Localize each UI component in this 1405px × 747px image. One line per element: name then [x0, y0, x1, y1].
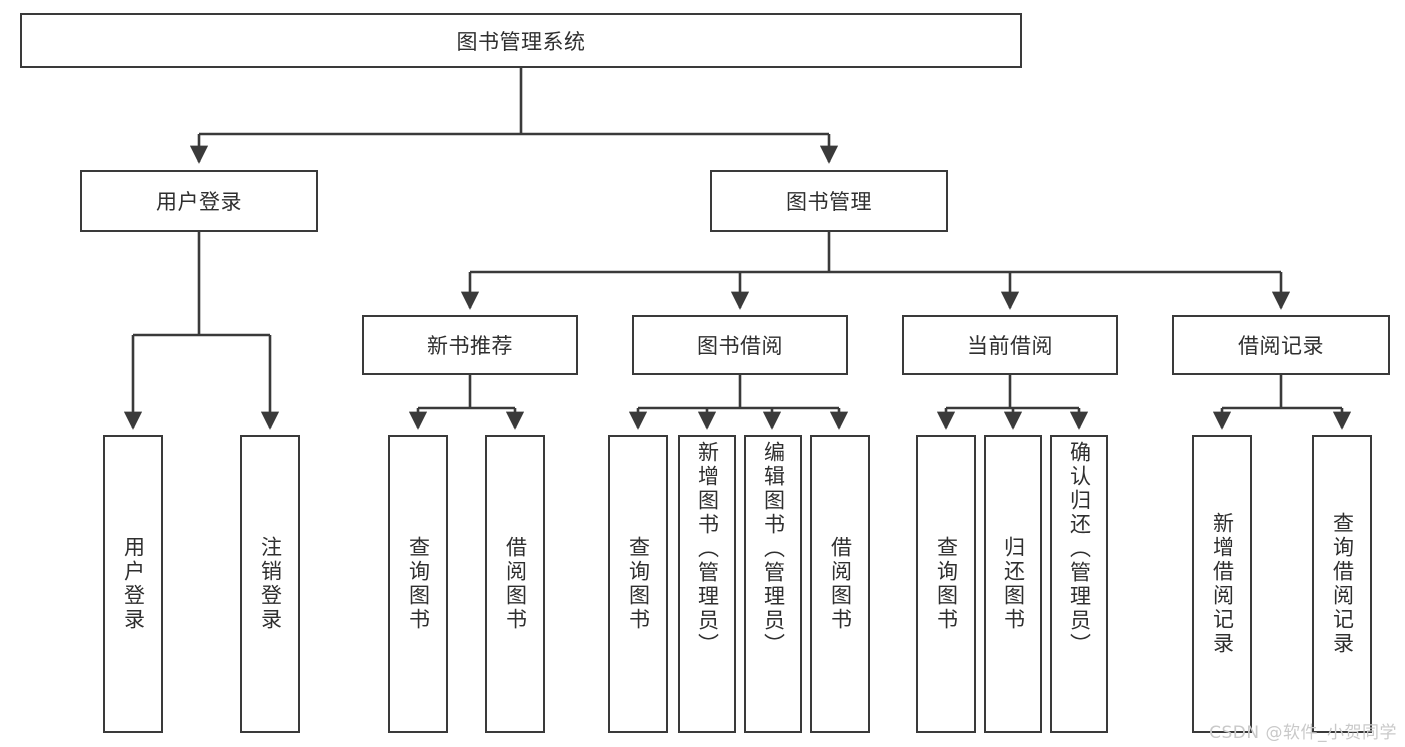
node-leaf-user-login-login[interactable]: 用户登录 — [103, 435, 163, 733]
node-leaf-borrow-borrow-book[interactable]: 借阅图书 — [810, 435, 870, 733]
node-leaf-current-query-book[interactable]: 查询图书 — [916, 435, 976, 733]
node-new-book-recommend[interactable]: 新书推荐 — [362, 315, 578, 375]
node-leaf-record-query[interactable]: 查询借阅记录 — [1312, 435, 1372, 733]
node-label: 编辑图书（管理员） — [761, 441, 786, 657]
node-label: 图书管理 — [786, 190, 872, 214]
node-label: 借阅图书 — [503, 536, 528, 632]
node-leaf-new-book-query[interactable]: 查询图书 — [388, 435, 448, 733]
node-label: 查询图书 — [406, 536, 431, 632]
node-label: 用户登录 — [156, 190, 242, 214]
node-label: 查询借阅记录 — [1330, 512, 1355, 656]
node-label: 图书借阅 — [697, 334, 783, 358]
node-leaf-new-book-borrow[interactable]: 借阅图书 — [485, 435, 545, 733]
node-user-login[interactable]: 用户登录 — [80, 170, 318, 232]
node-leaf-current-return-book[interactable]: 归还图书 — [984, 435, 1042, 733]
node-label: 新增图书（管理员） — [695, 441, 720, 657]
node-label: 查询图书 — [934, 536, 959, 632]
node-label: 新书推荐 — [427, 334, 513, 358]
node-label: 用户登录 — [121, 536, 146, 632]
node-label: 借阅图书 — [828, 536, 853, 632]
node-leaf-borrow-query-book[interactable]: 查询图书 — [608, 435, 668, 733]
node-leaf-current-confirm-return-admin[interactable]: 确认归还（管理员） — [1050, 435, 1108, 733]
node-root-book-management-system[interactable]: 图书管理系统 — [20, 13, 1022, 68]
node-borrow-record[interactable]: 借阅记录 — [1172, 315, 1390, 375]
node-label: 查询图书 — [626, 536, 651, 632]
node-leaf-borrow-edit-book-admin[interactable]: 编辑图书（管理员） — [744, 435, 802, 733]
node-leaf-borrow-add-book-admin[interactable]: 新增图书（管理员） — [678, 435, 736, 733]
node-label: 新增借阅记录 — [1210, 512, 1235, 656]
node-label: 确认归还（管理员） — [1067, 441, 1092, 657]
node-label: 当前借阅 — [967, 334, 1053, 358]
node-current-borrow[interactable]: 当前借阅 — [902, 315, 1118, 375]
node-label: 图书管理系统 — [456, 29, 586, 54]
node-label: 注销登录 — [258, 536, 283, 632]
node-leaf-user-login-logout[interactable]: 注销登录 — [240, 435, 300, 733]
node-book-borrow[interactable]: 图书借阅 — [632, 315, 848, 375]
node-leaf-record-add[interactable]: 新增借阅记录 — [1192, 435, 1252, 733]
node-book-management[interactable]: 图书管理 — [710, 170, 948, 232]
node-label: 归还图书 — [1001, 536, 1026, 632]
node-label: 借阅记录 — [1238, 334, 1324, 358]
